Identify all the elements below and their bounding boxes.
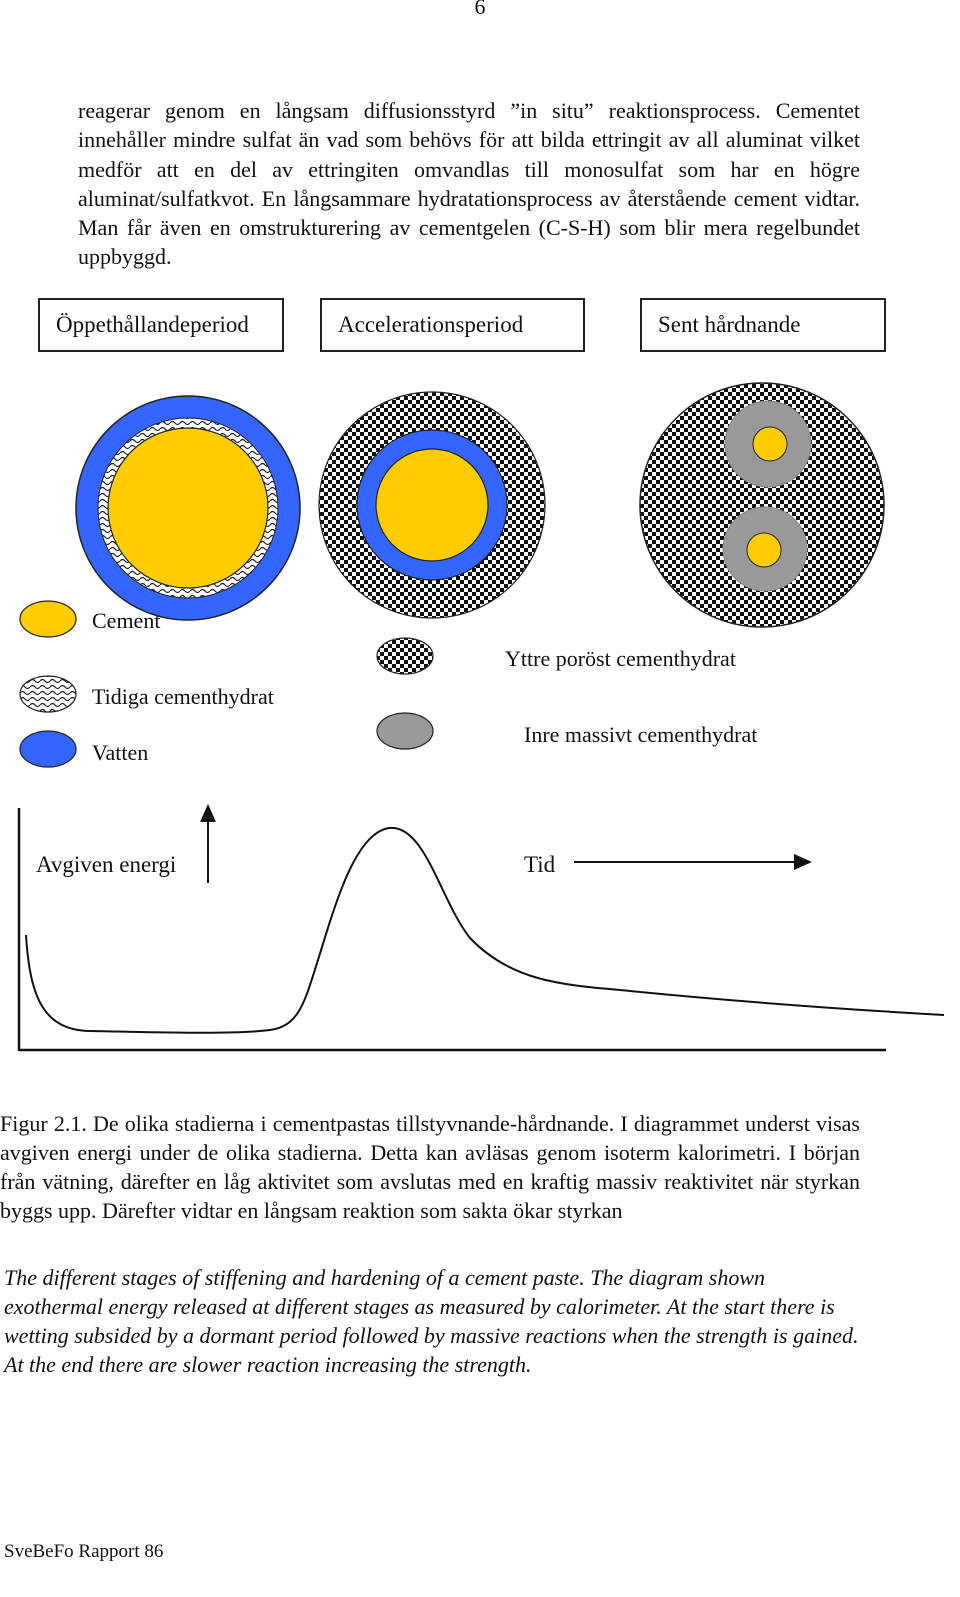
legend-early-hydrate-label: Tidiga cementhydrat [92, 684, 274, 709]
body-paragraph: reagerar genom en långsam diffusionsstyr… [78, 98, 860, 270]
energy-arrow-icon [200, 804, 216, 883]
legend-cement-label: Cement [92, 608, 161, 633]
legend-inner-massive-swatch [376, 712, 434, 750]
stage3-particle [639, 382, 885, 628]
stage-label: Accelerationsperiod [338, 312, 524, 337]
energy-curve [25, 826, 945, 1034]
graph-x-label: Tid [524, 852, 556, 877]
legend-inner-massive-label: Inre massivt cementhydrat [524, 722, 758, 747]
stage-label: Öppethållandeperiod [56, 312, 249, 337]
graph-y-label: Avgiven energi [36, 852, 177, 877]
figure-caption-english: The different stages of stiffening and h… [4, 1265, 859, 1377]
time-arrow-icon [574, 854, 812, 870]
stage2-particle [318, 391, 546, 619]
legend-outer-porous-swatch [376, 637, 434, 675]
stage1-particle [75, 395, 301, 621]
legend-early-hydrate-swatch [19, 675, 77, 713]
legend-cement-swatch [19, 600, 77, 638]
legend-water-swatch [19, 730, 77, 768]
stage-box-late-hardening: Sent hårdnande [640, 298, 886, 352]
figure-caption-swedish: Figur 2.1. De olika stadierna i cementpa… [0, 1111, 860, 1223]
stage-box-dormant: Öppethållandeperiod [38, 298, 284, 352]
legend-water-label: Vatten [92, 740, 149, 765]
stage-label: Sent hårdnande [658, 312, 801, 337]
stage-box-acceleration: Accelerationsperiod [320, 298, 585, 352]
page-footer: SveBeFo Rapport 86 [4, 1541, 164, 1562]
legend-outer-porous-label: Yttre poröst cementhydrat [505, 646, 736, 671]
page-number: 6 [474, 0, 486, 19]
